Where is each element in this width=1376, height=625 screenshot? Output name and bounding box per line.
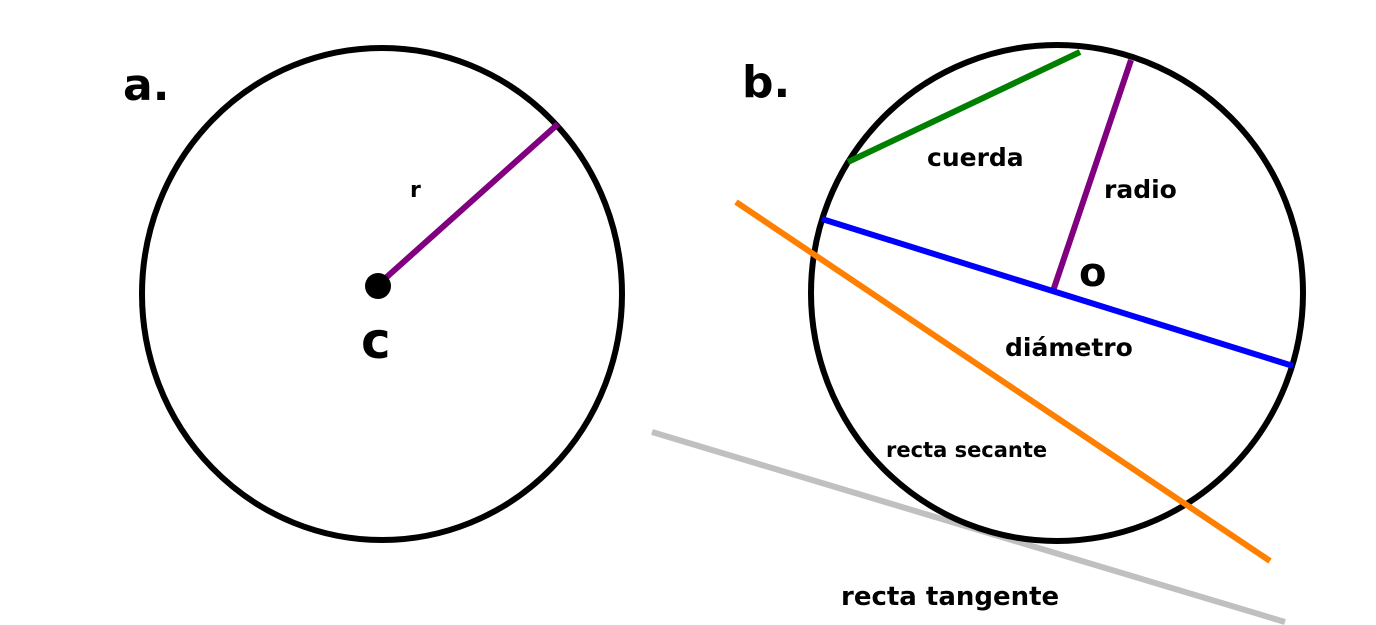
center-label-a: C [361,312,391,370]
radius-b [1050,59,1134,292]
tangent-label: recta tangente [841,582,1059,612]
radius-a [378,121,560,286]
center-point-a [365,273,391,299]
chord-label: cuerda [927,143,1024,172]
circle-b [808,42,1306,544]
circle-a [139,45,625,543]
center-label-b: O [1079,250,1106,296]
secant-line [734,199,1272,564]
radius-label-a: r [410,178,421,203]
chord-line [846,49,1082,165]
secant-label: recta secante [886,438,1047,462]
panel-a-label: a. [123,60,169,111]
panel-b-label: b. [742,57,790,108]
diameter-line [821,216,1294,369]
radius-label-b: radio [1104,175,1177,204]
diameter-label: diámetro [1005,333,1133,362]
